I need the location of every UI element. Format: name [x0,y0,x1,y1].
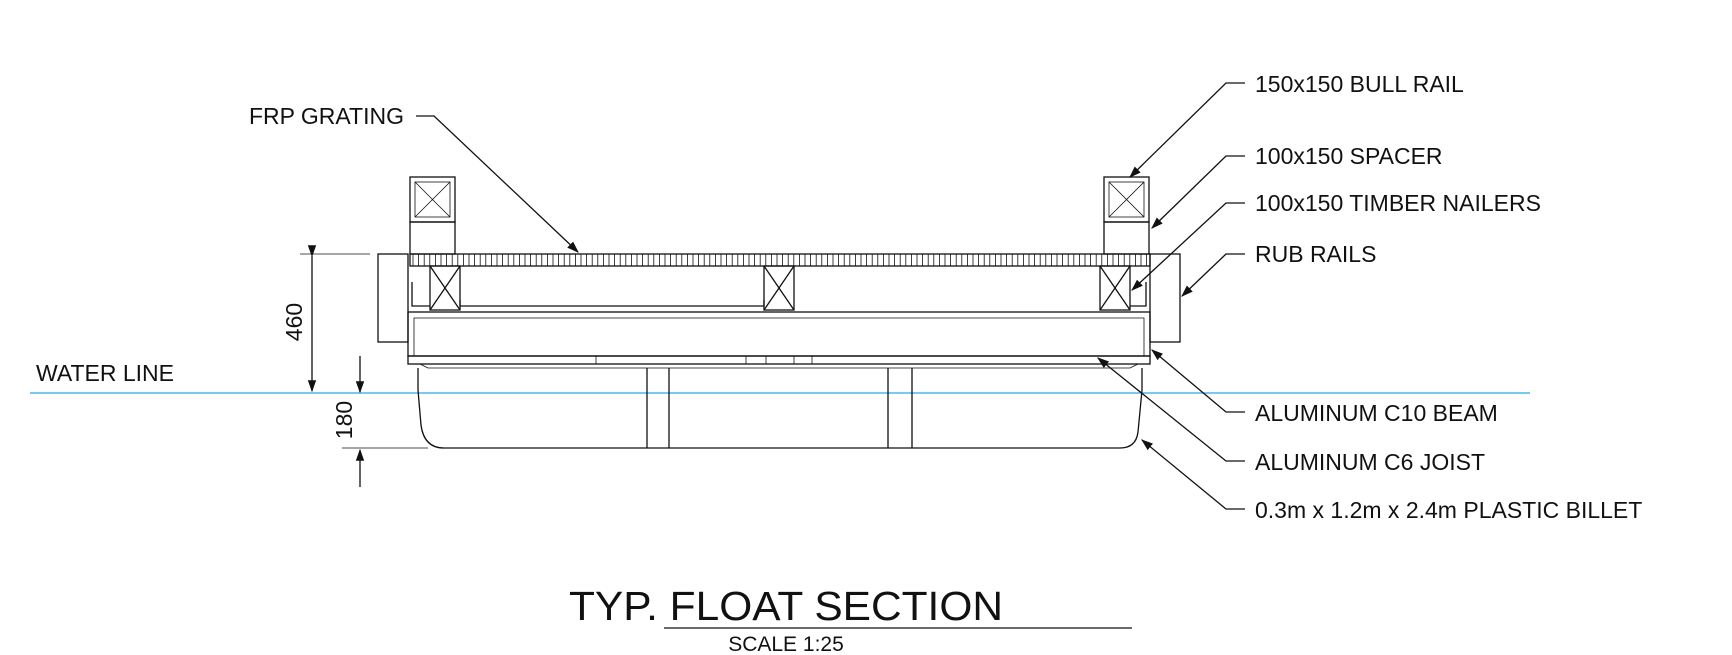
frp-grating-callout: FRP GRATING [249,103,579,253]
svg-text:FRP GRATING: FRP GRATING [249,103,404,129]
timber-nailer-right [1099,265,1131,311]
timber-nailers-callout: 100x150 TIMBER NAILERS [1131,190,1541,291]
svg-text:460: 460 [281,303,307,341]
spacer-callout: 100x150 SPACER [1151,143,1443,229]
svg-text:150x150 BULL RAIL: 150x150 BULL RAIL [1255,71,1464,97]
bull-rail-left [409,176,456,223]
frp-grating [409,253,1151,267]
aluminum-c6-joist [407,355,1151,369]
nailer-support [411,282,1147,307]
rub-rail-left [377,253,409,343]
drawing-scale: SCALE 1:25 [728,633,844,655]
svg-text:100x150 SPACER: 100x150 SPACER [1255,143,1443,169]
dimension-460: 460 [281,245,370,393]
spacer-right [1103,221,1150,255]
c6-joist-callout: ALUMINUM C6 JOIST [1097,357,1485,475]
spacer-left [409,221,456,255]
c10-beam-callout: ALUMINUM C10 BEAM [1151,349,1498,426]
svg-text:ALUMINUM C6 JOIST: ALUMINUM C6 JOIST [1255,449,1485,475]
timber-nailer-center [763,265,795,311]
rub-rails-callout: RUB RAILS [1181,241,1376,297]
drawing-title-block: TYP. FLOAT SECTION SCALE 1:25 [569,583,1132,655]
svg-text:100x150 TIMBER NAILERS: 100x150 TIMBER NAILERS [1255,190,1541,216]
bull-rail-right [1103,176,1150,223]
svg-text:RUB RAILS: RUB RAILS [1255,241,1376,267]
bull-rail-callout: 150x150 BULL RAIL [1129,71,1464,178]
plastic-billet-callout: 0.3m x 1.2m x 2.4m PLASTIC BILLET [1141,439,1642,523]
timber-nailer-left [429,265,461,311]
svg-text:180: 180 [331,401,357,439]
drawing-title: TYP. FLOAT SECTION [569,583,1003,629]
dimension-180: 180 [331,356,428,487]
svg-text:ALUMINUM C10 BEAM: ALUMINUM C10 BEAM [1255,400,1498,426]
water-line-label: WATER LINE [36,360,174,386]
rub-rail-right [1149,253,1181,343]
plastic-billet [417,368,1143,449]
svg-text:0.3m x 1.2m x 2.4m PLASTIC BIL: 0.3m x 1.2m x 2.4m PLASTIC BILLET [1255,497,1642,523]
aluminum-c10-beam [407,311,1151,357]
